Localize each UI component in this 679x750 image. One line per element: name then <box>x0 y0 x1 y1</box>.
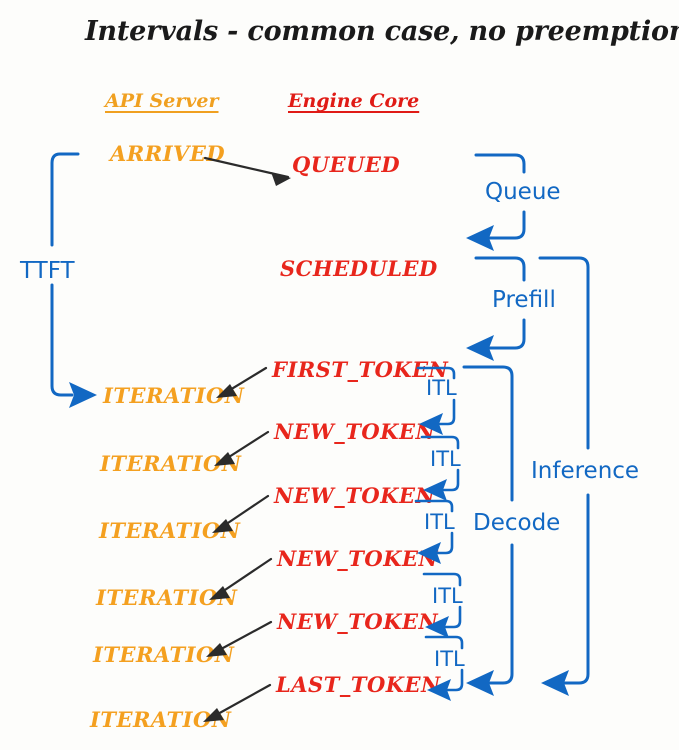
interval-label-itl-5: ITL <box>434 647 465 671</box>
state-engine-last-token: LAST_TOKEN <box>276 672 441 697</box>
interval-label-itl-3: ITL <box>424 510 455 534</box>
column-header-engine-core: Engine Core <box>288 90 420 112</box>
state-engine-queued: QUEUED <box>292 152 401 177</box>
state-engine-scheduled: SCHEDULED <box>280 256 438 281</box>
state-engine-new-token-4: NEW_TOKEN <box>277 609 439 634</box>
interval-label-itl-4: ITL <box>432 584 463 608</box>
interval-label-queue: Queue <box>485 179 561 205</box>
state-api-iteration-2: ITERATION <box>100 451 242 476</box>
state-api-iteration-5: ITERATION <box>93 642 235 667</box>
state-api-iteration-3: ITERATION <box>99 518 241 543</box>
state-api-iteration-4: ITERATION <box>96 585 238 610</box>
state-engine-first-token: FIRST_TOKEN <box>272 357 449 382</box>
state-api-arrived: ARRIVED <box>110 141 226 166</box>
interval-label-itl-2: ITL <box>430 447 461 471</box>
state-engine-new-token-1: NEW_TOKEN <box>274 419 436 444</box>
state-api-iteration-6: ITERATION <box>90 707 232 732</box>
interval-label-ttft: TTFT <box>20 258 75 284</box>
interval-label-prefill: Prefill <box>492 287 556 313</box>
diagram-title: Intervals - common case, no preemptions <box>85 16 679 47</box>
interval-label-inference: Inference <box>531 458 640 484</box>
state-engine-new-token-2: NEW_TOKEN <box>274 483 436 508</box>
column-header-api-server: API Server <box>105 90 219 112</box>
interval-label-itl-1: ITL <box>426 376 457 400</box>
state-engine-new-token-3: NEW_TOKEN <box>277 546 439 571</box>
state-api-iteration-1: ITERATION <box>103 383 245 408</box>
interval-label-decode: Decode <box>473 510 561 536</box>
